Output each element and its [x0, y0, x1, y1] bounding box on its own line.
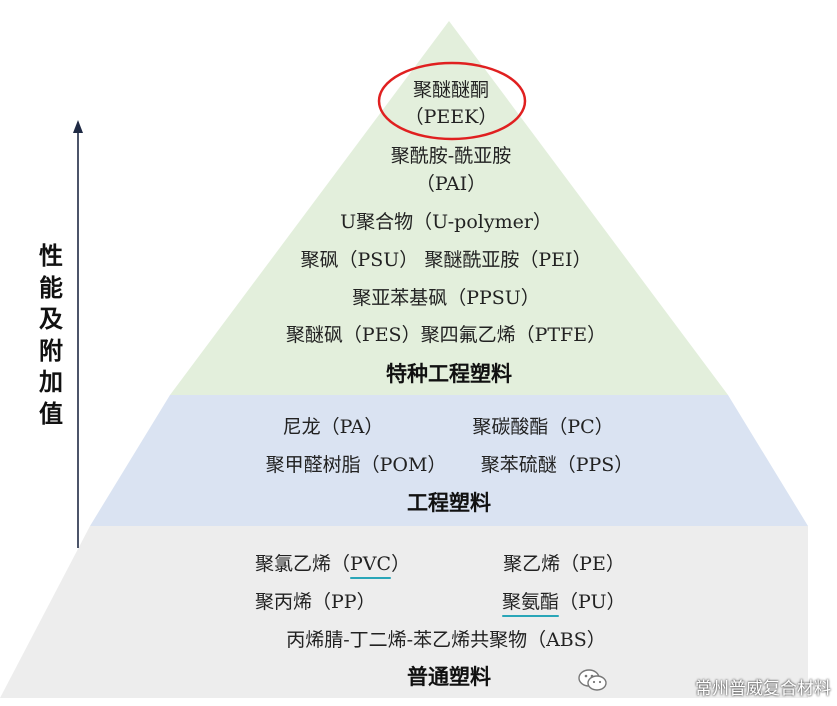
pp-item: 聚丙烯（PP） [255, 591, 376, 613]
pa-item: 尼龙（PA） [282, 416, 384, 438]
pu-name: 聚氨酯 [502, 591, 560, 617]
peek-highlight-circle [377, 61, 527, 141]
peek-name: 聚醚醚酮 [412, 79, 490, 101]
pu-item: 聚氨酯（PU） [502, 590, 626, 617]
pvc-abbr: PVC [350, 553, 392, 579]
special-tier-title: 特种工程塑料 [386, 361, 512, 386]
general-tier-band [0, 526, 808, 698]
pvc-suffix: ） [391, 553, 411, 575]
side-label-char: 附 [39, 336, 63, 365]
pvc-item: 聚氯乙烯（PVC） [255, 552, 411, 579]
performance-value-label: 性 能 及 附 加 值 [36, 241, 66, 430]
special-tier-band [170, 21, 728, 395]
engineering-tier-band [90, 395, 808, 526]
pps-item: 聚苯硫醚（PPS） [480, 454, 634, 476]
ppsu-item: 聚亚苯基砜（PPSU） [352, 287, 540, 309]
pc-item: 聚碳酸酯（PC） [472, 416, 614, 438]
peek-abbr: （PEEK） [404, 106, 498, 128]
pai-abbr: （PAI） [415, 173, 487, 195]
general-tier-title: 普通塑料 [407, 664, 491, 689]
engineering-tier-title: 工程塑料 [407, 490, 491, 515]
pu-abbr: （PU） [559, 591, 626, 613]
side-label-char: 值 [39, 399, 63, 428]
side-label-char: 加 [39, 368, 63, 396]
performance-arrow-head [73, 120, 83, 133]
side-label-char: 性 [39, 242, 63, 270]
pai-name: 聚酰胺-酰亚胺 [390, 145, 512, 167]
pom-item: 聚甲醛树脂（POM） [265, 454, 447, 476]
wechat-icon [578, 669, 607, 691]
pes-ptfe-item: 聚醚砜（PES）聚四氟乙烯（PTFE） [285, 324, 607, 346]
psu-pei-item: 聚砜（PSU） 聚醚酰亚胺（PEI） [300, 249, 592, 271]
side-label-char: 能 [39, 273, 63, 302]
watermark-text: 常州普威复合材料 [695, 679, 831, 699]
abs-item: 丙烯腈-丁二烯-苯乙烯共聚物（ABS） [286, 629, 606, 651]
pe-item: 聚乙烯（PE） [503, 553, 625, 575]
side-label-char: 及 [39, 305, 63, 333]
pvc-prefix: 聚氯乙烯（ [255, 553, 351, 575]
u-polymer-item: U聚合物（U-polymer） [340, 211, 552, 233]
